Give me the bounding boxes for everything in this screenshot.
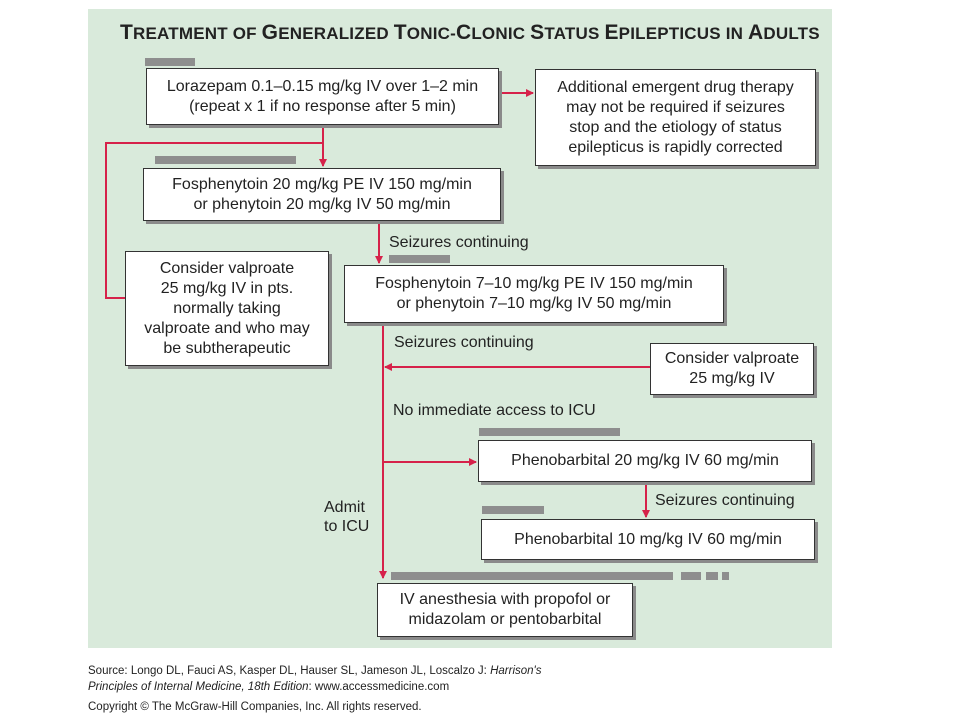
seizures-continuing-label-2: Seizures continuing	[394, 334, 534, 351]
box-line: Phenobarbital 10 mg/kg IV 60 mg/min	[514, 530, 782, 548]
admit-line-1: Admit	[324, 499, 365, 516]
title-part: ENERALIZED	[278, 24, 394, 43]
gray-bar	[681, 572, 701, 580]
seizures-continuing-label-3: Seizures continuing	[655, 492, 795, 509]
box-line: epilepticus is rapidly corrected	[568, 138, 783, 156]
gray-bar	[155, 156, 296, 164]
title-part: ONIC-	[406, 24, 456, 43]
box-line: Phenobarbital 20 mg/kg IV 60 mg/min	[511, 452, 779, 469]
box-line: Consider valproate	[664, 350, 800, 367]
anesthesia-box: IV anesthesia with propofol or midazolam …	[377, 583, 633, 637]
phenobarbital-box-1: Phenobarbital 20 mg/kg IV 60 mg/min	[478, 440, 812, 482]
box-line: Lorazepam 0.1–0.15 mg/kg IV over 1–2 min	[166, 77, 479, 95]
gray-bar	[145, 58, 195, 66]
box-line: or phenytoin 20 mg/kg IV 50 mg/min	[193, 195, 451, 213]
admit-line-2: to ICU	[324, 518, 370, 535]
title-part: C	[455, 21, 472, 44]
box-text: Additional emergent drug therapy may not …	[557, 78, 794, 158]
box-line: IV anesthesia with propofol or	[399, 591, 611, 608]
box-line: Consider valproate	[159, 259, 295, 277]
phenobarbital-box-2: Phenobarbital 10 mg/kg IV 60 mg/min	[481, 519, 815, 560]
box-line: valproate and who may	[144, 319, 310, 337]
title-part: S	[530, 21, 545, 44]
box-line: Additional emergent drug therapy	[557, 78, 794, 96]
title-part: TATUS	[544, 24, 605, 43]
diagram-title: TREATMENT OF GENERALIZED TONIC-CLONIC ST…	[120, 21, 820, 45]
title-part: T	[120, 21, 134, 44]
box-text: Consider valproate 25 mg/kg IV	[665, 349, 799, 389]
valproate-box-1: Consider valproate 25 mg/kg IV in pts. nor…	[125, 251, 329, 366]
box-text: Fosphenytoin 20 mg/kg PE IV 150 mg/min or…	[172, 175, 472, 215]
title-part: G	[261, 21, 279, 44]
box-text: Phenobarbital 10 mg/kg IV 60 mg/min	[514, 530, 782, 550]
fosphenytoin-box-2: Fosphenytoin 7–10 mg/kg PE IV 150 mg/min…	[344, 265, 724, 323]
source-citation-line-2: Principles of Internal Medicine, 18th Ed…	[88, 681, 449, 693]
title-part: DULTS	[763, 24, 820, 43]
admit-label: Admit to ICU	[324, 498, 369, 536]
box-text: Fosphenytoin 7–10 mg/kg PE IV 150 mg/min…	[375, 274, 693, 314]
gray-bar	[706, 572, 718, 580]
title-part: E	[604, 21, 619, 44]
gray-bar	[391, 572, 673, 580]
box-text: IV anesthesia with propofol or midazolam …	[400, 590, 611, 630]
fosphenytoin-box-1: Fosphenytoin 20 mg/kg PE IV 150 mg/min or…	[143, 168, 501, 221]
book-title-1: Harrison's	[490, 665, 542, 677]
box-text: Phenobarbital 20 mg/kg IV 60 mg/min	[511, 451, 779, 471]
box-line: be subtherapeutic	[163, 339, 291, 357]
box-line: normally taking	[173, 299, 281, 317]
box-text: Lorazepam 0.1–0.15 mg/kg IV over 1–2 min…	[167, 77, 478, 117]
box-line: 25 mg/kg IV in pts.	[160, 279, 294, 297]
gray-bar	[479, 428, 620, 436]
valproate-box-2: Consider valproate 25 mg/kg IV	[650, 343, 814, 395]
title-part: REATMENT OF	[133, 24, 262, 43]
gray-bar	[482, 506, 544, 514]
lorazepam-box: Lorazepam 0.1–0.15 mg/kg IV over 1–2 min…	[146, 68, 499, 125]
gray-bar	[722, 572, 729, 580]
box-line: Fosphenytoin 20 mg/kg PE IV 150 mg/min	[172, 175, 472, 193]
title-part: PILEPTICUS IN	[618, 24, 749, 43]
box-line: stop and the etiology of status	[569, 118, 782, 136]
box-line: midazolam or pentobarbital	[408, 611, 602, 628]
copyright-notice: Copyright © The McGraw-Hill Companies, I…	[88, 701, 422, 713]
title-part: LONIC	[471, 24, 531, 43]
additional-therapy-box: Additional emergent drug therapy may not …	[535, 69, 816, 166]
box-text: Consider valproate 25 mg/kg IV in pts. nor…	[144, 259, 309, 359]
source-citation: Source: Longo DL, Fauci AS, Kasper DL, H…	[88, 665, 541, 677]
box-line: or phenytoin 7–10 mg/kg IV 50 mg/min	[396, 295, 672, 312]
source-prefix: Source: Longo DL, Fauci AS, Kasper DL, H…	[88, 665, 491, 677]
no-icu-access-label: No immediate access to ICU	[393, 402, 596, 419]
box-line: Fosphenytoin 7–10 mg/kg PE IV 150 mg/min	[375, 275, 693, 292]
book-title-2: Principles of Internal Medicine, 18th Ed…	[88, 681, 309, 693]
box-line: 25 mg/kg IV	[689, 370, 775, 387]
seizures-continuing-label-1: Seizures continuing	[389, 234, 529, 251]
source-suffix: : www.accessmedicine.com	[308, 681, 450, 693]
title-part: A	[748, 21, 764, 44]
title-part: T	[393, 21, 407, 44]
box-line: may not be required if seizures	[566, 98, 785, 116]
box-line: (repeat x 1 if no response after 5 min)	[189, 97, 456, 115]
gray-bar	[389, 255, 450, 263]
